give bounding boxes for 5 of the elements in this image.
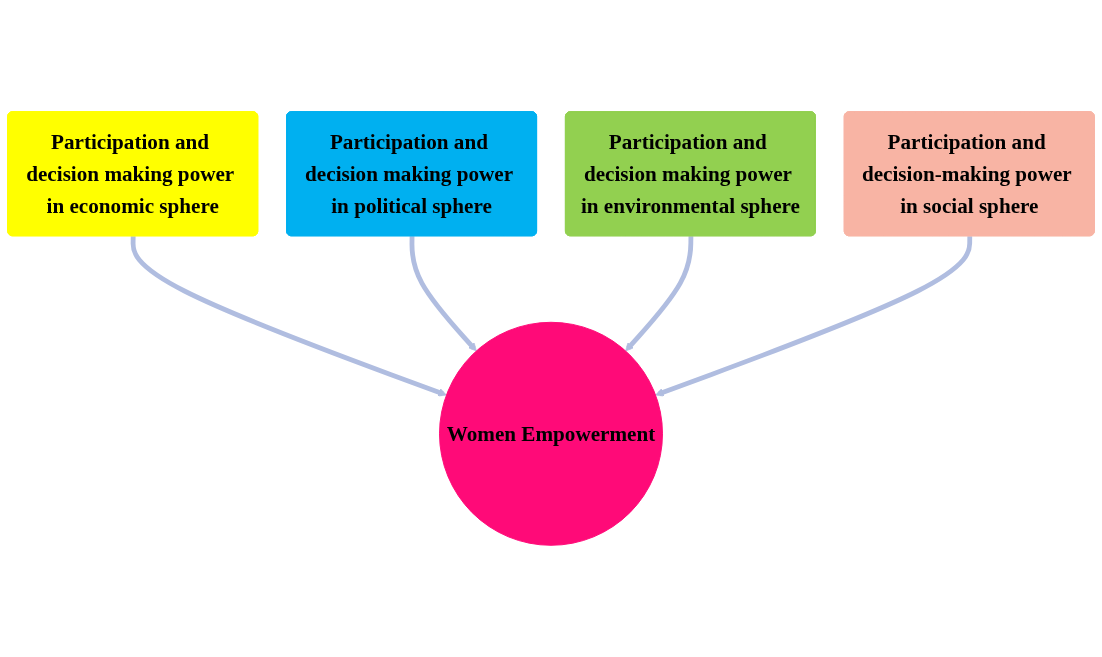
arrow	[409, 236, 477, 352]
arrow	[130, 236, 447, 397]
node-circle: Women Empowerment	[439, 321, 663, 546]
arrow	[625, 236, 694, 352]
arrow	[655, 236, 973, 397]
